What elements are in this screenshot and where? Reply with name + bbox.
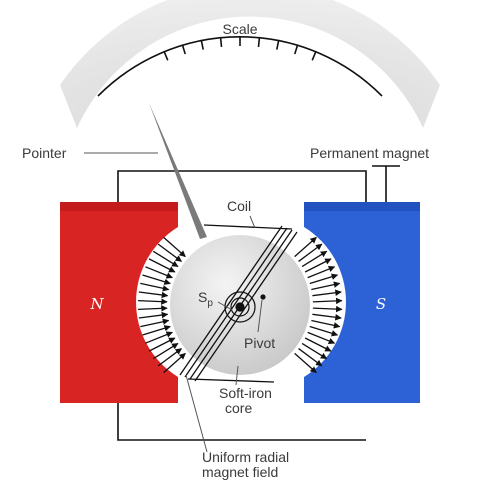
field-arrow bbox=[307, 265, 336, 279]
field-arrow bbox=[298, 348, 323, 367]
scale-tick bbox=[311, 50, 317, 61]
field-arrow bbox=[145, 266, 173, 279]
field-arrow bbox=[309, 325, 339, 337]
spring-label: Sp bbox=[198, 289, 213, 309]
north-pole-magnet bbox=[60, 202, 178, 403]
scale-tick bbox=[257, 36, 261, 47]
scale-tick bbox=[219, 36, 223, 47]
field-arrow bbox=[298, 243, 323, 262]
scale-tick bbox=[294, 44, 299, 55]
south-pole-label: S bbox=[376, 295, 386, 313]
field-arrow bbox=[311, 319, 341, 329]
field-arrow bbox=[142, 325, 171, 336]
scale-label: Scale bbox=[222, 21, 257, 37]
scale-ticks bbox=[163, 36, 317, 61]
pivot-point bbox=[260, 294, 266, 300]
scale-tick bbox=[163, 50, 169, 61]
south-pole-magnet bbox=[304, 202, 420, 403]
field-arrow bbox=[312, 297, 343, 305]
field-arrow bbox=[307, 331, 336, 345]
scale-band bbox=[60, 0, 440, 128]
field-arrow bbox=[138, 291, 169, 299]
leader-lines bbox=[84, 152, 263, 453]
field-arrow bbox=[142, 274, 171, 285]
field-arrow bbox=[138, 311, 169, 319]
field-arrow bbox=[309, 273, 339, 285]
circuit-wire-top bbox=[117, 170, 367, 206]
field-arrow bbox=[157, 348, 182, 367]
field-arrow bbox=[301, 342, 328, 360]
field-arrow bbox=[140, 282, 170, 292]
field-arrow bbox=[152, 250, 179, 268]
north-pole-label: N bbox=[89, 295, 104, 313]
field-arrow bbox=[148, 258, 176, 273]
field-arrow bbox=[138, 298, 168, 305]
core-label-line2: core bbox=[225, 400, 252, 416]
field-arrow bbox=[301, 250, 328, 268]
field-arrow bbox=[312, 289, 342, 297]
field-label-line1: Uniform radial bbox=[202, 449, 289, 465]
radial-field-arrows bbox=[138, 236, 343, 374]
scale-tick bbox=[200, 39, 204, 50]
spiral-spring bbox=[224, 291, 256, 323]
field-arrow bbox=[304, 258, 332, 273]
circuit-wire-bottom bbox=[117, 401, 366, 441]
field-arrow bbox=[294, 352, 317, 374]
field-arrow bbox=[163, 352, 186, 374]
core-label-line1: Soft-iron bbox=[219, 385, 272, 401]
field-arrow bbox=[304, 337, 332, 352]
permanent-magnet-label: Permanent magnet bbox=[310, 145, 429, 161]
field-arrow bbox=[138, 305, 168, 312]
field-arrow bbox=[148, 337, 176, 352]
pivot-label: Pivot bbox=[244, 335, 275, 351]
field-arrow bbox=[140, 318, 170, 328]
field-arrow bbox=[145, 331, 173, 344]
coil-label: Coil bbox=[227, 198, 251, 214]
field-arrow bbox=[312, 305, 343, 313]
scale-tick bbox=[276, 39, 280, 50]
scale-tick bbox=[181, 44, 186, 55]
permanent-magnet-terminal bbox=[372, 165, 400, 206]
pointer-label: Pointer bbox=[22, 145, 67, 161]
field-arrow bbox=[294, 236, 317, 258]
field-label-line2: magnet field bbox=[202, 464, 278, 480]
field-arrow bbox=[152, 342, 179, 360]
pointer-needle bbox=[149, 103, 207, 239]
field-arrow bbox=[157, 243, 182, 262]
field-arrow bbox=[312, 313, 342, 321]
field-arrow bbox=[163, 236, 186, 258]
field-arrow bbox=[311, 281, 341, 291]
